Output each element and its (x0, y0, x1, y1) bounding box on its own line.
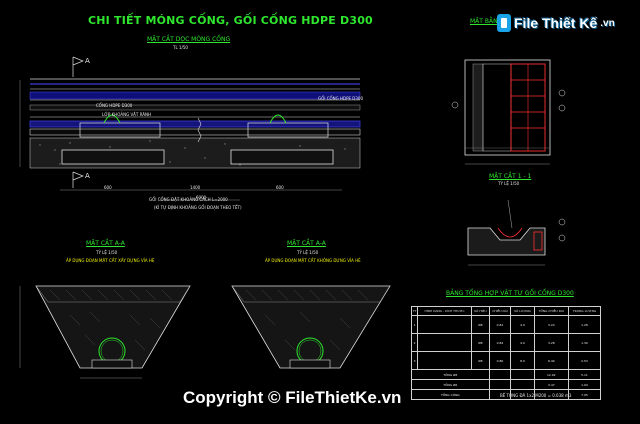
table-row: 2 Ø8 0.82 4.0 3.28 1.30 (410, 333, 602, 352)
table-cell (417, 315, 473, 334)
table-cell: 3.28 (533, 333, 569, 352)
table-cell: 3.24 (533, 315, 569, 334)
dim-600-right: 600 (276, 185, 284, 190)
table-cell: 1.30 (567, 333, 602, 352)
table-cell: 5.11 (567, 369, 602, 380)
table-row: 1 Ø8 0.81 4.0 3.24 1.28 (410, 315, 602, 334)
table-cell: 0.80 (488, 351, 512, 370)
section-aa-left-title: MẶT CẮT A-A (86, 240, 125, 247)
long-section-scale: TL 1/50 (173, 45, 188, 50)
section-1-1 (467, 199, 566, 266)
site-logo[interactable]: File Thiết Kế .vn (497, 14, 615, 32)
table-cell (417, 333, 473, 352)
table-cell: 0.81 (488, 315, 512, 334)
section-aa-right-scale: TỶ LỆ 1/50 (297, 250, 319, 255)
drawing-main-title: CHI TIẾT MÓNG CỐNG, GỐI CỐNG HDPE D300 (88, 14, 373, 27)
file-icon (497, 14, 511, 32)
table-summary-row: TỔNG Ø8 12.92 5.11 (411, 369, 602, 380)
note-2: (KÍ TỰ ĐỊNH KHOẢNG GỐI ĐOẠN THEO TẾT) (154, 205, 242, 210)
table-header-cell: SỐ LƯỢNG (510, 306, 535, 316)
table-cell: TỔNG Ø6 (411, 379, 490, 390)
table-cell (488, 379, 512, 390)
dim-1400: 1400 (190, 185, 201, 190)
table-header-row: TT HÌNH DẠNG - KÍCH THƯỚC SỐ HIỆU CHIỀU … (410, 306, 602, 316)
table-cell: 0.82 (488, 333, 512, 352)
table-cell: 1.28 (567, 315, 602, 334)
table-cell: 2.53 (567, 351, 602, 370)
material-table: TT HÌNH DẠNG - KÍCH THƯỚC SỐ HIỆU CHIỀU … (410, 306, 602, 400)
section-marker-a-top: A (85, 57, 90, 65)
logo-domain-suffix: .vn (600, 17, 615, 29)
note-1: GỐI CỐNG ĐẶT KHOẢNG CÁCH L=2000 (149, 197, 228, 202)
gravel-callout: LỚP KHOẢNG VẬT RÃNH (102, 112, 151, 117)
logo-brand-text: File Thiết Kế (514, 15, 598, 31)
table-cell: 3.47 (533, 379, 569, 390)
table-header-cell: CHIỀU DÀI (488, 306, 512, 316)
table-row: 3 Ø8 0.80 8.0 6.40 2.53 (410, 351, 602, 370)
table-header-cell: TỔNG CHIỀU DÀI (533, 306, 569, 316)
long-section (19, 56, 361, 201)
gap-callout: GỐI CỐNG HDPE D300 (318, 96, 364, 101)
table-cell: Ø8 (471, 333, 490, 352)
table-header-cell: SỐ HIỆU (471, 306, 490, 316)
table-cell: 1.94 (567, 379, 602, 390)
table-summary-row: TỔNG Ø6 3.47 1.94 (411, 379, 602, 390)
table-cell (533, 389, 569, 400)
long-section-title: MẶT CẮT DỌC MÓNG CỐNG (147, 36, 231, 43)
table-cell (417, 351, 473, 370)
section-aa-left-scale: TỶ LỆ 1/50 (96, 250, 118, 255)
table-cell: 12.92 (533, 369, 569, 380)
table-cell: 6.40 (533, 351, 569, 370)
table-footnote: BÊ TÔNG ĐÁ 1x2 M200 = 0.038 m3 (500, 393, 572, 398)
section-aa-left-note: ÁP DỤNG ĐOẠN MẶT CẮT XÂY DỰNG VỈA HÈ (66, 258, 155, 263)
table-cell: 7.05 (567, 389, 602, 400)
dim-600-left: 600 (104, 185, 112, 190)
table-cell: 4.0 (510, 333, 535, 352)
section-marker-a-bottom: A (85, 172, 90, 180)
table-summary-row: TỔNG CỘNG 7.05 (411, 389, 602, 400)
section-1-1-scale: TỶ LỆ 1/50 (498, 181, 520, 186)
table-cell (488, 369, 512, 380)
section-aa-right-title: MẶT CẮT A-A (287, 240, 326, 247)
table-cell: TỔNG CỘNG (411, 389, 490, 400)
table-title: BẢNG TỔNG HỢP VẬT TƯ GỐI CỐNG D300 (446, 290, 574, 297)
plan-view (451, 59, 566, 165)
plan-title: MẶT BẰNG (470, 18, 503, 25)
table-cell: TỔNG Ø8 (411, 369, 490, 380)
table-cell: Ø8 (471, 351, 490, 370)
section-aa-left (19, 285, 191, 379)
table-header-cell: TRỌNG LƯỢNG (567, 306, 602, 316)
section-1-1-title: MẶT CẮT 1 - 1 (489, 173, 532, 180)
table-cell: 8.0 (510, 351, 535, 370)
dim-6000: 6000 (196, 195, 207, 200)
section-aa-right-note: ÁP DỤNG ĐOẠN MẶT CẮT KHÔNG DỰNG VỈA HÈ (265, 258, 361, 263)
table-cell: 4.0 (510, 315, 535, 334)
copyright-watermark: Copyright © FileThietKe.vn (183, 388, 402, 407)
section-aa-right (231, 285, 391, 369)
pipe-callout: CỐNG HDPE D300 (96, 103, 133, 108)
table-header-cell: HÌNH DẠNG - KÍCH THƯỚC (417, 306, 473, 316)
table-cell: Ø8 (471, 315, 490, 334)
